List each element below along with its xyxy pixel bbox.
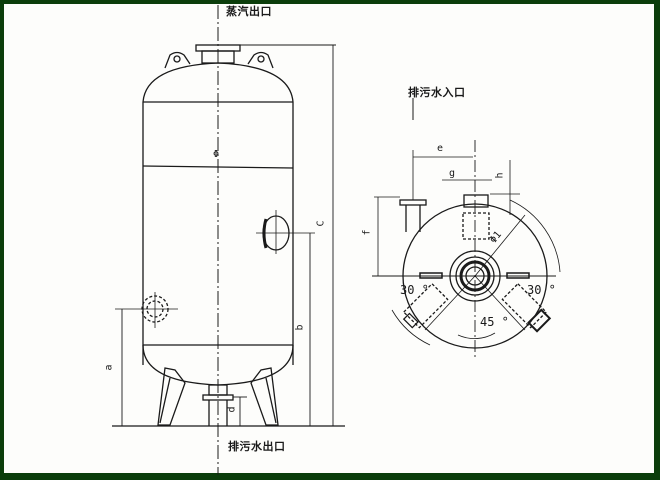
dim-d: d (226, 406, 238, 413)
drain-outlet-label: 排污水出口 (228, 440, 286, 453)
dim-a: a (103, 364, 115, 371)
drawing-frame (4, 4, 654, 473)
dim-c: C (315, 220, 327, 227)
dim-f: f (361, 229, 373, 236)
angle-left: 30 ° (400, 283, 429, 297)
angle-bottom: 45 ° (480, 315, 509, 329)
side-view-vessel (112, 5, 345, 475)
dim-g: g (449, 168, 456, 179)
steam-outlet-label: 蒸汽出口 (226, 5, 272, 18)
drain-inlet-label: 排污水入口 (408, 86, 466, 99)
diameter-symbol: Φ (213, 149, 220, 160)
side-view-dimensions (121, 44, 336, 426)
dim-e: e (437, 143, 444, 154)
angle-right: 30 ° (527, 283, 556, 297)
top-view-dimensions (374, 150, 520, 276)
dim-h: h (494, 172, 506, 179)
top-view-vessel (372, 98, 561, 360)
dim-b: b (294, 324, 306, 331)
